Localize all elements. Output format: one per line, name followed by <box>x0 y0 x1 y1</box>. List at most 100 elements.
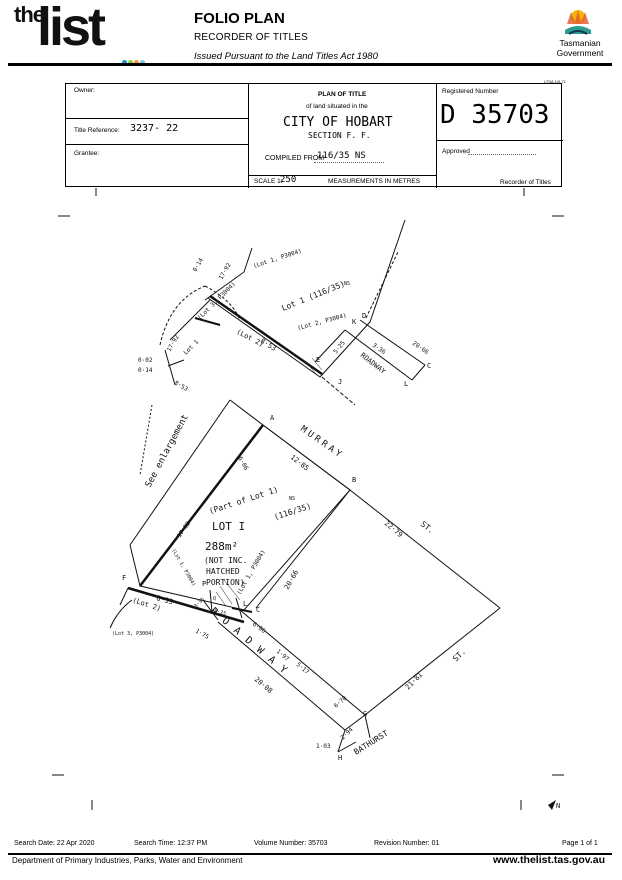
lot-label: LOT I <box>212 520 245 533</box>
corner-label: E <box>316 356 320 364</box>
corner-label: A <box>270 414 275 422</box>
search-date: Search Date: 22 Apr 2020 <box>14 840 95 847</box>
locality: CITY OF HOBART <box>283 115 393 130</box>
search-time: Search Time: 12:37 PM <box>134 840 208 847</box>
dimension-label: 6·06 <box>251 621 267 635</box>
government-label: Tasmanian Government <box>548 38 612 58</box>
ns-label: NS <box>289 496 295 502</box>
page-subtitle: RECORDER OF TITLES <box>194 32 308 43</box>
logo-dot <box>134 60 139 65</box>
gov-line-2: Government <box>556 48 604 58</box>
scale-label: SCALE 1: <box>254 178 283 185</box>
corner-label: F <box>122 574 126 582</box>
gov-line-1: Tasmanian <box>559 38 601 48</box>
street-label: BATHURST <box>352 729 390 757</box>
dimension-label: 20·66 <box>283 569 300 591</box>
lot-label: (Part of Lot 1) <box>208 485 279 516</box>
dimension-label: 0·02 <box>138 357 153 364</box>
corner-label: C <box>256 606 260 614</box>
north-arrow-icon: N <box>548 800 560 810</box>
dimension-label: 5·17 <box>295 661 311 676</box>
corner-label: P <box>202 580 206 588</box>
registered-number: D 35703 <box>440 100 550 130</box>
act-reference: Issued Pursuant to the Land Titles Act 1… <box>194 51 378 62</box>
scale-value: 250 <box>280 175 297 185</box>
dimension-label: 6·06 <box>236 456 249 472</box>
svg-text:N: N <box>556 802 560 810</box>
enlargement-note: See enlargement <box>144 413 191 489</box>
logo-list: list <box>37 0 106 57</box>
grantee-label: Grantee: <box>74 150 100 157</box>
revision-number: Revision Number: 01 <box>374 840 440 847</box>
dimension-label: 20·66 <box>411 340 430 356</box>
page-title: FOLIO PLAN <box>194 10 285 27</box>
lot-label: Lot 1 (116/35) <box>280 279 346 313</box>
dimension-label: 5·25 <box>213 608 226 617</box>
section: SECTION F. F. <box>308 131 371 140</box>
ns-label: NS <box>344 281 350 287</box>
registered-number-label: Registered Number <box>442 88 499 95</box>
dimension-label: 0·14 <box>138 367 153 374</box>
dimension-label: 1·75 <box>194 628 210 641</box>
corner-label: L <box>243 600 247 608</box>
area-note: PORTION) <box>206 578 245 587</box>
corner-label: H <box>338 754 342 762</box>
recorder-label: Recorder of Titles <box>500 179 551 186</box>
corner-label: B <box>352 476 356 484</box>
header-rule <box>8 63 612 66</box>
dimension-label: 8·53 <box>259 337 277 353</box>
area-note: (NOT INC. <box>204 556 247 565</box>
dimension-label: 22·79 <box>383 519 404 539</box>
lot-label: (Lot 3, P3004) <box>112 631 154 637</box>
measurements-note: MEASUREMENTS IN METRES <box>328 178 421 185</box>
dimension-label: 17·92 <box>218 262 233 281</box>
dimension-label: 17·92 <box>166 334 181 353</box>
footer-rule <box>8 853 612 855</box>
website-link[interactable]: www.thelist.tas.gov.au <box>493 854 606 866</box>
corner-label: Q <box>213 596 216 602</box>
lot-label: (116/35) <box>273 501 312 521</box>
area-note: HATCHED <box>206 567 240 576</box>
corner-label: G <box>363 710 367 718</box>
lot-label: Lot 1 <box>182 338 200 356</box>
street-suffix: ST. <box>451 647 468 664</box>
logo-dots <box>122 52 146 70</box>
dimension-label: 17·92 <box>176 520 192 539</box>
dimension-label: 20·08 <box>253 675 274 695</box>
volume-number: Volume Number: 35703 <box>254 840 328 847</box>
dimension-label: 12·85 <box>289 453 311 472</box>
title-reference-value: 3237- 22 <box>130 123 179 134</box>
corner-label: D <box>362 312 366 320</box>
area-label: 288m² <box>205 540 238 553</box>
lot-label: (Lot 2, P3004) <box>297 312 348 332</box>
dimension-label: 0·14 <box>192 257 205 273</box>
logo-dot <box>122 60 127 65</box>
lot-label: (Lot 1, P3004) <box>170 548 196 588</box>
road-label: ROADWAY <box>208 606 296 682</box>
department-name: Department of Primary Industries, Parks,… <box>12 856 243 865</box>
owner-label: Owner: <box>74 87 95 94</box>
street-suffix: ST. <box>419 519 436 535</box>
dimension-label: 21·81 <box>404 671 425 692</box>
plan-of-title: PLAN OF TITLE <box>318 91 367 98</box>
dimension-label: 2·94 <box>339 726 354 741</box>
dimension-label: 6·70 <box>333 695 349 710</box>
approved-label: Approved <box>442 148 470 155</box>
dimension-label: 3·36 <box>371 342 387 356</box>
logo-dot <box>140 60 145 65</box>
dimension-label: 8·53 <box>173 380 189 393</box>
land-situated: of land situated in the <box>306 103 368 110</box>
logo-the: the <box>14 2 45 27</box>
tasmanian-government-emblem-icon <box>565 10 591 35</box>
form-code: LTSA 1/9-71 <box>544 79 566 84</box>
street-label: MURRAY <box>298 424 345 461</box>
lot-label: (Lot 3, P3004) <box>196 281 237 322</box>
lot-label: (Lot 1, P3004) <box>252 248 302 270</box>
corner-label: C <box>427 362 431 370</box>
title-reference-label: Title Reference: <box>74 127 120 134</box>
corner-label: L <box>404 380 408 388</box>
compiled-from-value: 116/35 NS <box>317 151 366 161</box>
corner-label: J <box>338 378 342 386</box>
corner-label: K <box>352 318 357 326</box>
